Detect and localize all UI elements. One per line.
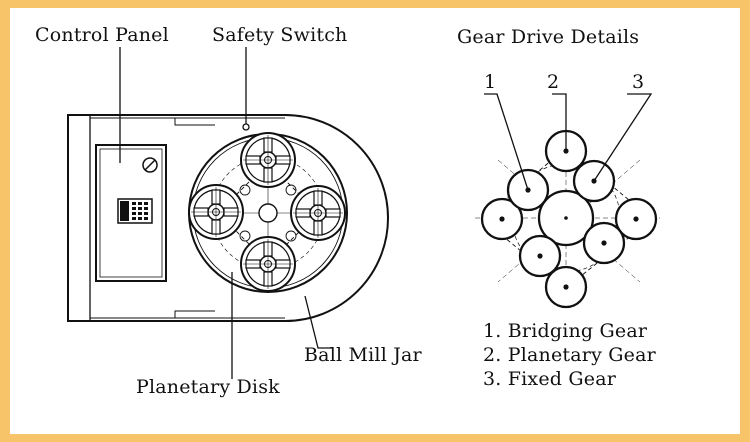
- legend-item-bridging-gear: 1. Bridging Gear: [483, 320, 648, 342]
- label-safety-switch: Safety Switch: [212, 24, 348, 46]
- callout-3: 3: [632, 71, 645, 93]
- label-gear-drive-details: Gear Drive Details: [457, 26, 640, 48]
- label-ball-mill-jar: Ball Mill Jar: [304, 344, 422, 366]
- safety-switch-icon: [242, 123, 250, 131]
- callout-leaders: [484, 93, 653, 191]
- legend-item-fixed-gear: 3. Fixed Gear: [483, 368, 617, 390]
- control-panel-box: [95, 144, 167, 282]
- ball-mill-jar-bottom: [240, 236, 296, 292]
- callout-2: 2: [547, 71, 560, 93]
- ball-mill-jar-top: [240, 132, 296, 188]
- ball-mill-jar-right: [290, 185, 346, 241]
- gear-circles: [480, 129, 658, 309]
- label-planetary-disk: Planetary Disk: [136, 376, 280, 398]
- legend-item-planetary-gear: 2. Planetary Gear: [483, 344, 656, 366]
- ball-mill-jar-left: [188, 184, 244, 240]
- callout-1: 1: [484, 71, 497, 93]
- leader-lines: [119, 47, 332, 379]
- label-control-panel: Control Panel: [35, 24, 169, 46]
- keypad-icon: [117, 198, 153, 224]
